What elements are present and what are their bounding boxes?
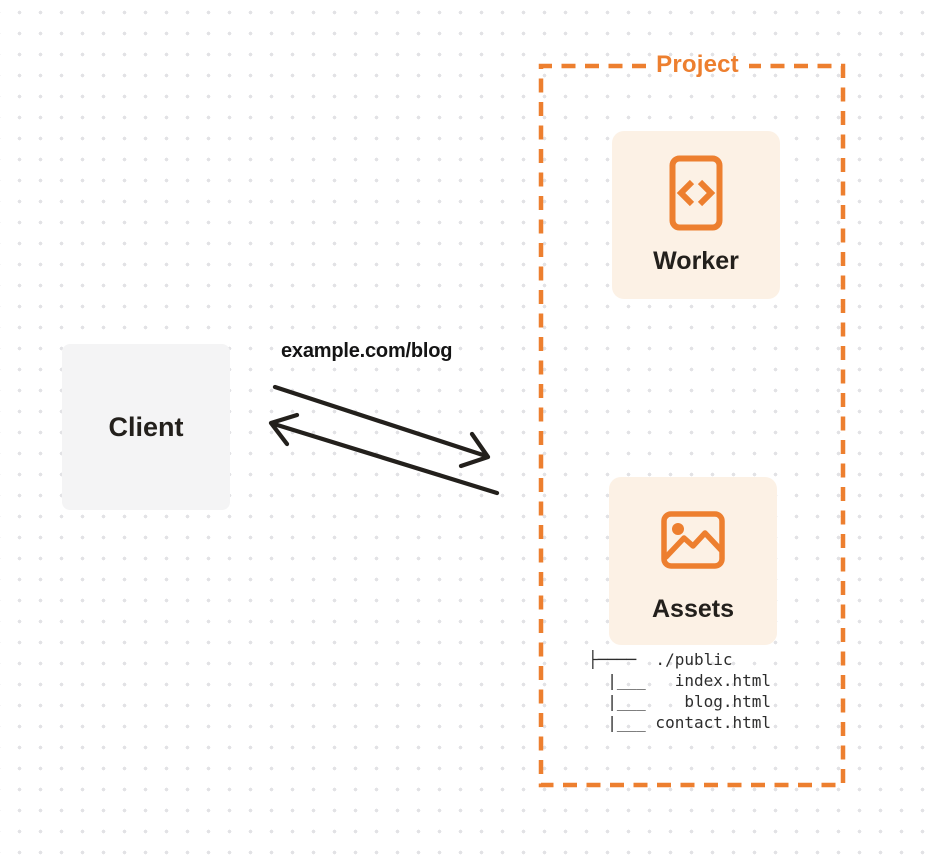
request-url-label: example.com/blog <box>281 340 453 362</box>
assets-file-tree: ├──── ./public |___ index.html |___ blog… <box>588 650 772 732</box>
assets-card: Assets <box>609 477 777 645</box>
worker-label: Worker <box>653 247 739 275</box>
assets-label: Assets <box>652 595 734 623</box>
response-arrowhead-icon <box>268 412 300 447</box>
worker-card: Worker <box>612 131 780 299</box>
project-title: Project <box>656 51 739 78</box>
request-arrow-shaft <box>272 384 489 459</box>
request-arrowhead-icon <box>458 431 491 469</box>
code-icon <box>669 155 723 231</box>
image-icon <box>661 511 725 569</box>
response-arrow-shaft <box>271 421 500 496</box>
client-label: Client <box>108 411 184 442</box>
client-box: Client <box>62 344 230 510</box>
